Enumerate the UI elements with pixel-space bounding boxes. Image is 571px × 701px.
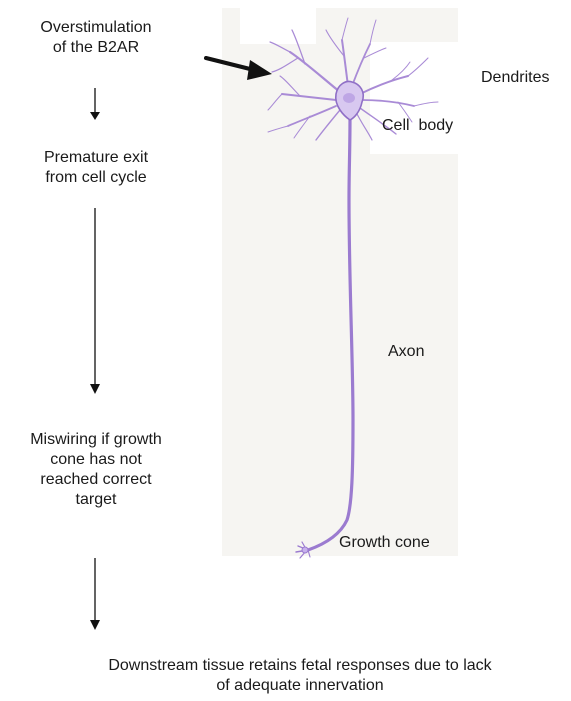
cell-body-shape — [336, 82, 364, 121]
pointer-arrow — [206, 58, 272, 80]
neuron-axon — [308, 118, 353, 550]
growth-cone-shape — [296, 542, 310, 558]
cell-body-label: Cell body — [382, 116, 453, 136]
growth-cone-label: Growth cone — [339, 533, 430, 553]
dendrites-label: Dendrites — [481, 68, 549, 88]
axon-label: Axon — [388, 342, 424, 362]
